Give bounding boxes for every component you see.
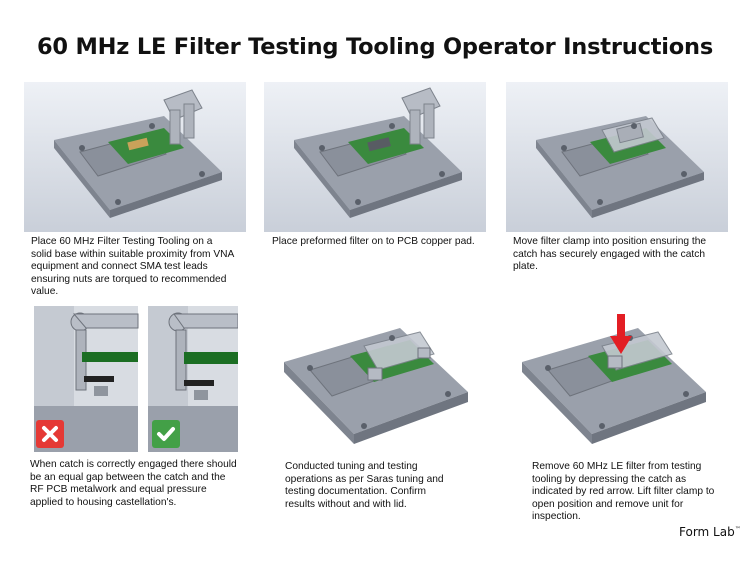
step-3-image bbox=[506, 82, 728, 232]
step-2-caption: Place preformed filter on to PCB copper … bbox=[272, 236, 475, 247]
correct-check-icon bbox=[152, 420, 180, 448]
form-lab-logo: Form Lab™ bbox=[679, 525, 741, 539]
step-6-image bbox=[508, 306, 722, 452]
step-4-image bbox=[34, 306, 238, 452]
trademark-mark: ™ bbox=[734, 526, 741, 533]
logo-text: Form Lab bbox=[679, 525, 735, 539]
step-4-caption: When catch is correctly engaged there sh… bbox=[30, 459, 237, 508]
step-6-caption: Remove 60 MHz LE filter from testing too… bbox=[532, 461, 715, 523]
step-3-caption: Move filter clamp into position ensuring… bbox=[513, 236, 707, 273]
step-2-image bbox=[264, 82, 486, 232]
incorrect-cross-icon bbox=[36, 420, 64, 448]
page-title: 60 MHz LE Filter Testing Tooling Operato… bbox=[36, 34, 714, 60]
step-1-image bbox=[24, 82, 246, 232]
step-1-caption: Place 60 MHz Filter Testing Tooling on a… bbox=[31, 236, 234, 298]
step-5-caption: Conducted tuning and testing operations … bbox=[285, 461, 444, 510]
step-5-image bbox=[270, 306, 482, 452]
down-arrow-icon bbox=[610, 314, 632, 354]
